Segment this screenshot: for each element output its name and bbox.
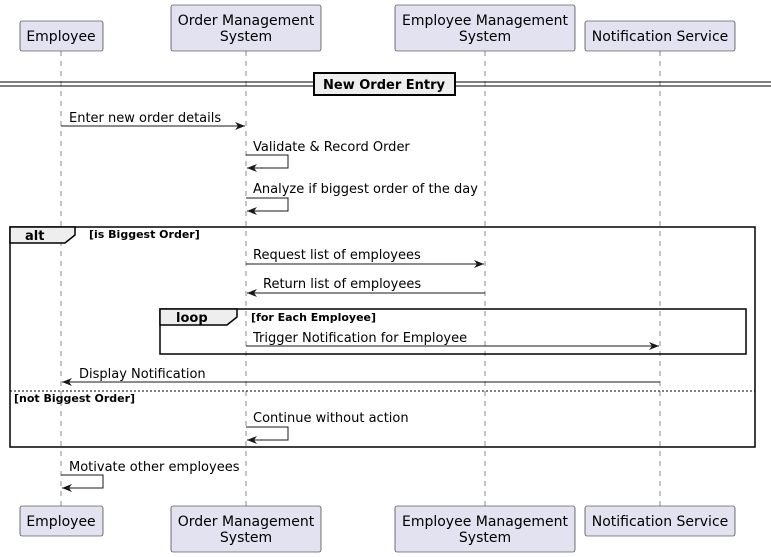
participant-label: Employee Management: [402, 514, 569, 530]
message-label: Display Notification: [79, 367, 206, 382]
participant-notification-service-bottom: Notification Service: [584, 505, 736, 537]
message-return-list: Return list of employees: [247, 277, 485, 297]
participant-order-management-bottom: Order Management System: [170, 505, 322, 553]
message-analyze: Analyze if biggest order of the day: [246, 182, 478, 215]
participant-employee-management-top: Employee Management System: [394, 4, 576, 52]
participant-order-management-top: Order Management System: [170, 4, 322, 52]
participant-employee-top: Employee: [19, 20, 104, 52]
participant-label: System: [220, 29, 272, 45]
message-label: Return list of employees: [263, 277, 421, 292]
message-label: Enter new order details: [69, 111, 221, 126]
message-label: Trigger Notification for Employee: [252, 331, 467, 346]
message-motivate: Motivate other employees: [61, 460, 240, 492]
participant-label: System: [459, 29, 511, 45]
message-label: Analyze if biggest order of the day: [253, 182, 478, 197]
divider-label: New Order Entry: [323, 78, 446, 93]
alt-frame: alt [is Biggest Order] [not Biggest Orde…: [9, 226, 756, 448]
message-label: Motivate other employees: [69, 460, 240, 475]
alt-keyword: alt: [25, 229, 44, 244]
message-label: Validate & Record Order: [253, 140, 410, 155]
message-display-notification: Display Notification: [62, 367, 660, 386]
participant-label: Employee Management: [402, 13, 569, 29]
loop-keyword: loop: [176, 311, 208, 326]
message-label: Continue without action: [253, 411, 409, 426]
participant-label: Notification Service: [592, 29, 729, 45]
message-validate: Validate & Record Order: [246, 140, 410, 172]
message-request-list: Request list of employees: [246, 248, 484, 268]
loop-frame: loop [for Each Employee]: [159, 308, 747, 355]
loop-guard: [for Each Employee]: [251, 311, 376, 324]
participant-label: System: [220, 530, 272, 546]
participant-label: Employee: [26, 514, 95, 530]
participant-label: Order Management: [178, 13, 315, 29]
else-guard: [not Biggest Order]: [14, 392, 135, 405]
participant-label: Order Management: [178, 514, 315, 530]
message-continue: Continue without action: [246, 411, 409, 444]
alt-guard: [is Biggest Order]: [89, 228, 200, 241]
message-trigger-notification: Trigger Notification for Employee: [246, 331, 659, 350]
participant-notification-service-top: Notification Service: [584, 20, 736, 52]
message-label: Request list of employees: [253, 248, 421, 263]
participant-label: Employee: [26, 29, 95, 45]
participant-label: System: [459, 530, 511, 546]
participant-employee-bottom: Employee: [19, 505, 104, 537]
participant-label: Notification Service: [592, 514, 729, 530]
message-enter-order: Enter new order details: [61, 111, 245, 130]
divider-new-order-entry: New Order Entry: [0, 72, 771, 96]
participant-employee-management-bottom: Employee Management System: [394, 505, 576, 553]
